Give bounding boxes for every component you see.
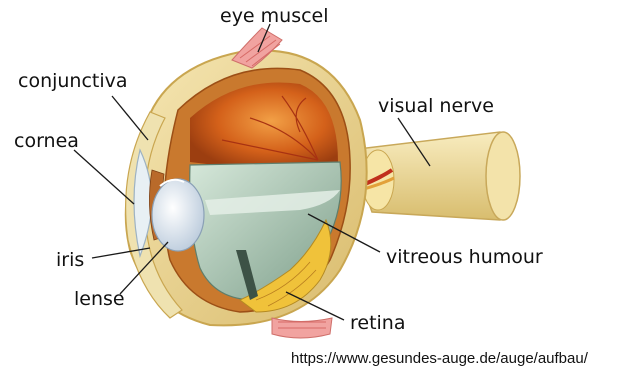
label-vitreous-humour: vitreous humour [386,246,543,268]
eye-muscle-lower [272,318,332,338]
label-lense: lense [74,288,125,310]
leader-conjunctiva [112,96,148,140]
source-url: https://www.gesundes-auge.de/auge/aufbau… [291,350,589,367]
label-retina: retina [350,312,406,334]
label-visual-nerve: visual nerve [378,95,494,117]
optic-nerve [350,132,520,220]
label-conjunctiva: conjunctiva [18,70,128,92]
label-eye-muscel: eye muscel [220,5,329,27]
label-iris: iris [56,249,84,271]
label-cornea: cornea [14,130,79,152]
leader-cornea [74,150,134,204]
